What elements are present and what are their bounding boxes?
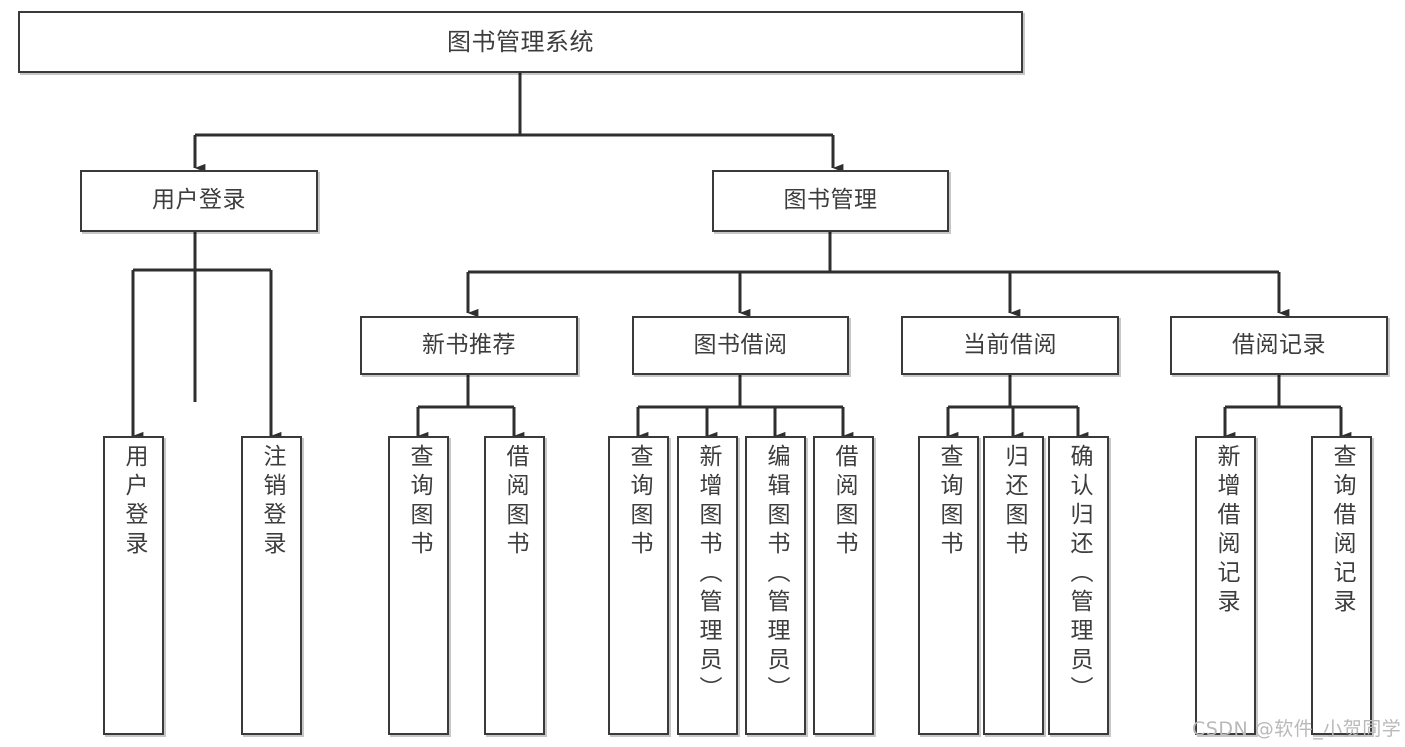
leaf-query-book-current[interactable]: 查询图书 — [918, 436, 979, 735]
node-label: 用户登录 — [152, 187, 246, 214]
node-user-login[interactable]: 用户登录 — [80, 170, 318, 232]
node-current-borrow[interactable]: 当前借阅 — [901, 316, 1119, 375]
node-label: 编辑图书（管理员） — [763, 444, 789, 705]
leaf-add-borrow-record[interactable]: 新增借阅记录 — [1195, 436, 1256, 735]
leaf-logout-login[interactable]: 注销登录 — [241, 436, 302, 735]
node-new-book-recommend[interactable]: 新书推荐 — [360, 316, 578, 375]
node-book-borrow[interactable]: 图书借阅 — [632, 316, 849, 375]
node-label: 新增借阅记录 — [1213, 444, 1239, 618]
csdn-watermark: CSDN @软件_小贺同学 — [1192, 718, 1402, 740]
node-label: 确认归还（管理员） — [1066, 444, 1092, 705]
node-label: 新书推荐 — [422, 331, 516, 358]
leaf-user-login[interactable]: 用户登录 — [103, 436, 164, 735]
node-label: 当前借阅 — [963, 331, 1057, 358]
leaf-query-book-recommend[interactable]: 查询图书 — [388, 436, 449, 735]
node-label: 借阅记录 — [1232, 331, 1326, 358]
node-label: 归还图书 — [1001, 444, 1027, 560]
node-label: 借阅图书 — [831, 444, 857, 560]
leaf-borrow-book-recommend[interactable]: 借阅图书 — [484, 436, 545, 735]
node-label: 查询借阅记录 — [1329, 444, 1355, 618]
leaf-query-borrow-record[interactable]: 查询借阅记录 — [1311, 436, 1372, 735]
node-book-management[interactable]: 图书管理 — [712, 170, 949, 232]
leaf-borrow-book[interactable]: 借阅图书 — [813, 436, 874, 735]
leaf-add-book[interactable]: 新增图书（管理员） — [677, 436, 738, 735]
node-label: 注销登录 — [259, 444, 285, 560]
leaf-return-book[interactable]: 归还图书 — [983, 436, 1044, 735]
node-label: 用户登录 — [121, 444, 147, 560]
node-borrow-record[interactable]: 借阅记录 — [1170, 316, 1388, 375]
node-label: 图书借阅 — [693, 331, 788, 358]
leaf-confirm-return[interactable]: 确认归还（管理员） — [1048, 436, 1109, 735]
leaf-query-book-borrow[interactable]: 查询图书 — [608, 436, 669, 735]
node-label: 借阅图书 — [502, 444, 528, 560]
node-label: 查询图书 — [406, 444, 432, 560]
node-root-system[interactable]: 图书管理系统 — [18, 11, 1023, 73]
node-label: 新增图书（管理员） — [695, 444, 721, 705]
node-label: 查询图书 — [936, 444, 962, 560]
node-label: 图书管理系统 — [447, 27, 594, 56]
leaf-edit-book[interactable]: 编辑图书（管理员） — [745, 436, 806, 735]
node-label: 查询图书 — [626, 444, 652, 560]
node-label: 图书管理 — [783, 187, 878, 214]
